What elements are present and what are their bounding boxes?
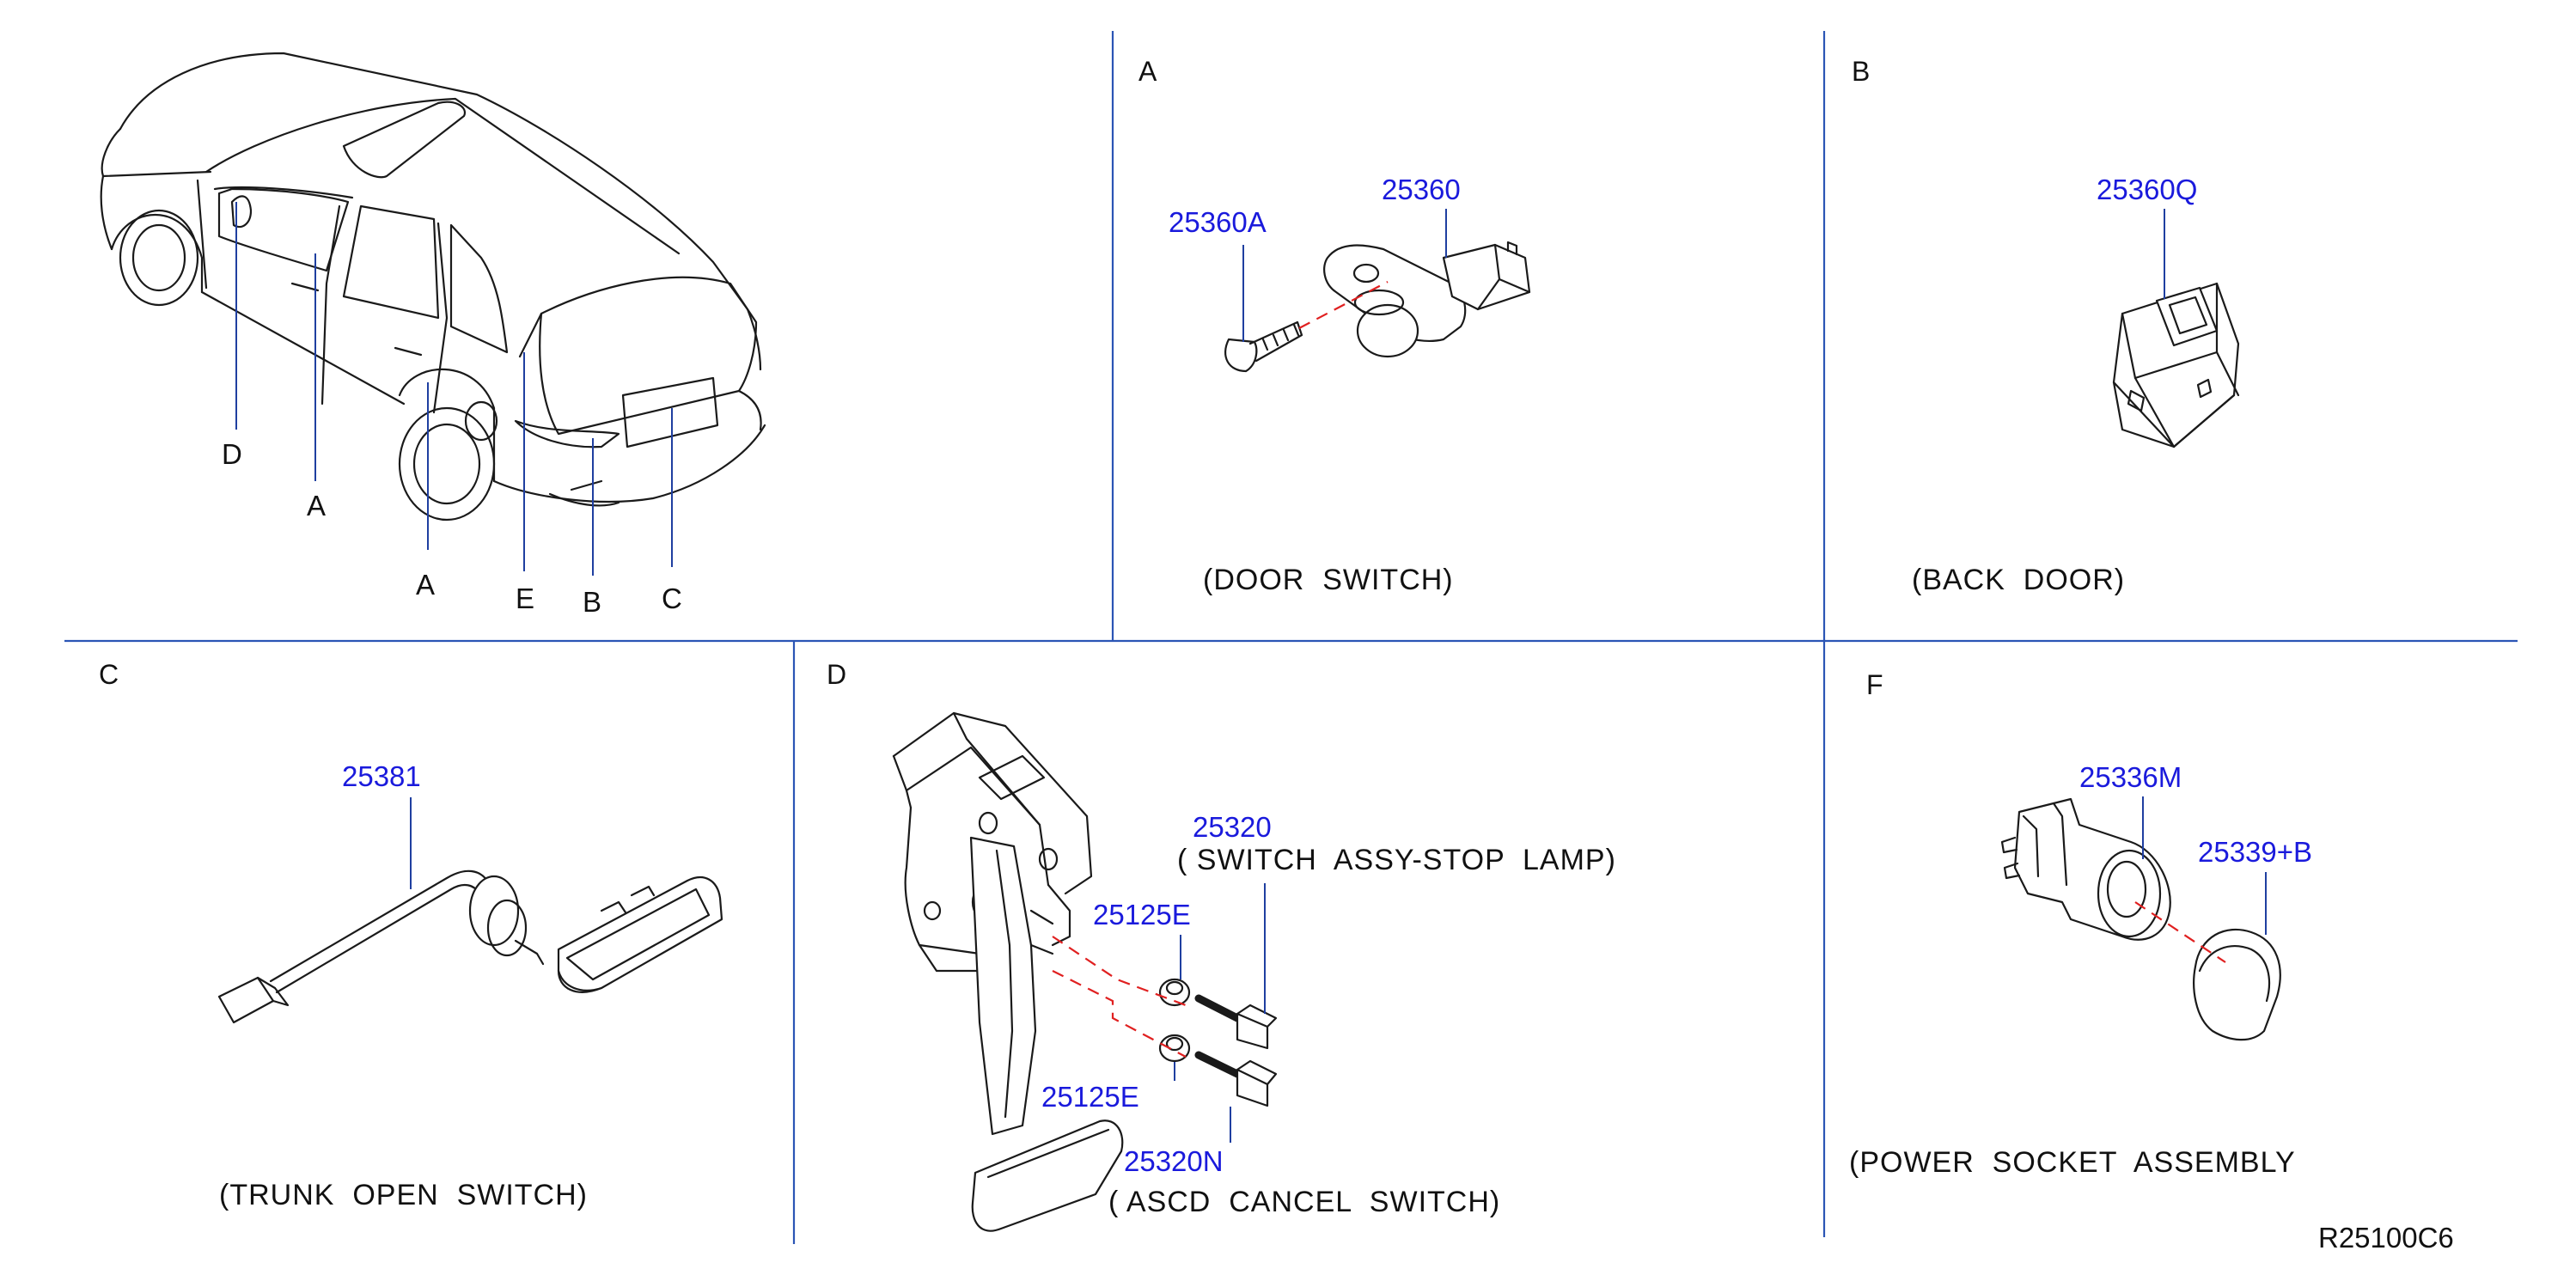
stop-lamp-description: ( SWITCH ASSY-STOP LAMP) [1177,844,1616,876]
section-c-trunk-open-switch: C 25381 (TRUNK OPEN SWITCH) [99,659,723,1211]
section-f-caption: (POWER SOCKET ASSEMBLY [1849,1146,2296,1179]
pedal-bracket-drawing [892,711,1278,1232]
part-25339b[interactable]: 25339+B [2198,836,2312,868]
section-a-letter: A [1138,56,1157,87]
back-door-switch-drawing [2112,282,2240,448]
section-c-letter: C [99,659,119,690]
vehicle-leaders [235,202,673,576]
section-c-caption: (TRUNK OPEN SWITCH) [219,1179,588,1211]
trunk-switch-drawing [217,869,723,1024]
part-25381[interactable]: 25381 [342,760,421,792]
part-25320[interactable]: 25320 [1193,811,1272,843]
part-25336m[interactable]: 25336M [2079,761,2182,793]
callout-e: E [516,583,534,614]
section-f-letter: F [1866,669,1883,700]
part-25360q[interactable]: 25360Q [2097,174,2197,205]
panel-dividers [64,31,2518,1244]
part-25360[interactable]: 25360 [1382,174,1461,205]
section-f-power-socket: F 25336M 25339+B (POWER SOCKET ASSEMBLY [1849,669,2312,1179]
callout-b: B [583,586,601,618]
section-d-pedal-switches: D [827,659,1616,1232]
part-25360a[interactable]: 25360A [1169,206,1267,238]
power-socket-drawing [2000,797,2281,1041]
ascd-alignment-line [1052,970,1187,1058]
vehicle-overview: D A A E B C [100,52,766,618]
section-b-letter: B [1852,56,1870,87]
callout-d: D [222,438,242,470]
section-b-caption: (BACK DOOR) [1912,564,2125,596]
callout-a-rear: A [416,569,435,601]
callout-a-front: A [307,490,326,522]
stop-lamp-alignment-line [1052,936,1187,1007]
section-a-caption: (DOOR SWITCH) [1203,564,1454,596]
callout-c: C [662,583,682,614]
diagram-code: R25100C6 [2318,1222,2454,1254]
part-25320n[interactable]: 25320N [1124,1145,1224,1177]
section-d-letter: D [827,659,846,690]
section-b-back-door: B 25360Q (BACK DOOR) [1852,56,2240,596]
socket-alignment-line [2134,901,2226,963]
part-25125e-lower[interactable]: 25125E [1041,1081,1139,1113]
section-d-caption: ( ASCD CANCEL SWITCH) [1108,1186,1500,1218]
door-switch-drawing [1224,241,1531,373]
part-25125e-upper[interactable]: 25125E [1093,899,1191,930]
vehicle-drawing [100,52,766,522]
section-a-door-switch: A 25360A 25360 (DOOR SWITCH) [1138,56,1531,596]
screw-alignment-line [1298,281,1389,329]
